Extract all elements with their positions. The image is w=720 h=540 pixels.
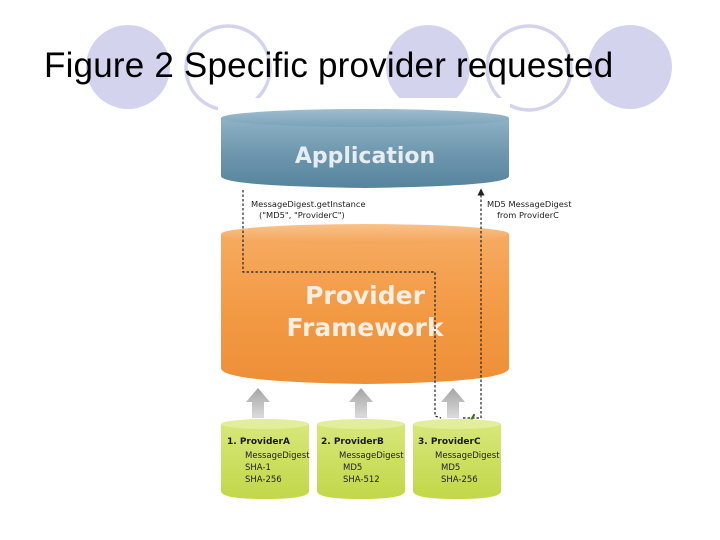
- provider-arrow-b: [349, 388, 373, 418]
- provider-b-line1: MessageDigest: [339, 451, 404, 461]
- provider-b-cylinder: 2. ProviderB MessageDigest MD5 SHA-512: [317, 419, 405, 499]
- response-annotation: MD5 MessageDigest from ProviderC: [487, 199, 572, 220]
- provider-architecture-diagram: Application MessageDigest.getInstance ("…: [221, 109, 572, 499]
- decor-circle-solid-1: [86, 25, 170, 109]
- framework-label-line2: Framework: [287, 313, 445, 342]
- provider-b-title: 2. ProviderB: [321, 437, 384, 447]
- slide-title: Figure 2 Specific provider requested: [44, 46, 614, 85]
- provider-a-line1: MessageDigest: [245, 451, 310, 461]
- provider-a-cylinder: 1. ProviderA MessageDigest SHA-1 SHA-256: [221, 419, 310, 499]
- decor-circle-solid-2: [386, 25, 470, 109]
- provider-a-title: 1. ProviderA: [227, 437, 290, 447]
- response-path: [463, 188, 485, 419]
- provider-c-line1: MessageDigest: [435, 451, 500, 461]
- request-path: [242, 190, 442, 419]
- provider-c-title: 3. ProviderC: [418, 437, 481, 447]
- request-call-line2: ("MD5", "ProviderC"): [259, 210, 345, 220]
- provider-b-line2: MD5: [343, 463, 362, 473]
- decor-circle-solid-3: [588, 25, 672, 109]
- response-line1: MD5 MessageDigest: [487, 199, 572, 209]
- provider-a-line2: SHA-1: [245, 463, 271, 473]
- provider-a-line3: SHA-256: [245, 475, 282, 485]
- provider-b-line3: SHA-512: [343, 475, 380, 485]
- response-line2: from ProviderC: [497, 210, 559, 220]
- request-call-line1: MessageDigest.getInstance: [251, 199, 366, 209]
- decor-circle-outline-2: [485, 24, 573, 112]
- application-label: Application: [295, 144, 435, 169]
- provider-c-cylinder: 3. ProviderC MessageDigest MD5 SHA-256: [413, 419, 501, 499]
- application-cylinder: Application: [221, 109, 509, 188]
- request-call-annotation: MessageDigest.getInstance ("MD5", "Provi…: [251, 199, 366, 220]
- provider-framework-cylinder: Provider Framework: [221, 224, 509, 384]
- provider-c-line2: MD5: [441, 463, 460, 473]
- provider-arrow-c: [441, 388, 465, 418]
- provider-c-line3: SHA-256: [441, 475, 478, 485]
- framework-label-line1: Provider: [305, 281, 426, 310]
- provider-arrow-a: [246, 388, 270, 418]
